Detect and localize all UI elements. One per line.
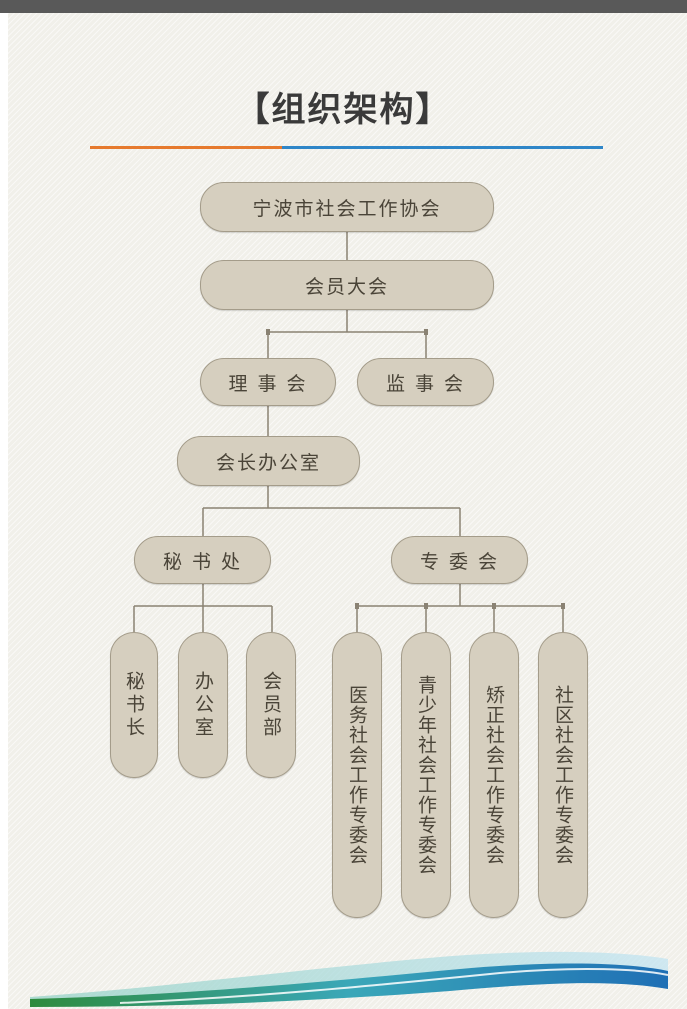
title-underline-orange: [90, 146, 282, 149]
bottom-wave-decoration: [30, 951, 669, 1007]
title-underline-blue: [282, 146, 603, 149]
org-node-office: 办公室: [178, 632, 228, 778]
org-node-root: 宁波市社会工作协会: [200, 182, 494, 232]
page-title: 【组织架构】: [235, 90, 452, 130]
org-node-secretary-general: 秘书长: [110, 632, 158, 778]
org-node-president-office: 会长办公室: [177, 436, 360, 486]
org-node-community-committee: 社区社会工作专委会: [538, 632, 588, 918]
org-node-board: 理 事 会: [200, 358, 336, 406]
org-node-assembly: 会员大会: [200, 260, 494, 310]
org-node-membership-dept: 会员部: [246, 632, 296, 778]
org-node-secretariat: 秘 书 处: [134, 536, 271, 584]
org-node-correction-committee: 矫正社会工作专委会: [469, 632, 519, 918]
org-node-supervisors: 监 事 会: [357, 358, 494, 406]
org-node-committees: 专 委 会: [391, 536, 528, 584]
org-node-medical-committee: 医务社会工作专委会: [332, 632, 382, 918]
top-bar: [0, 0, 687, 13]
org-node-youth-committee: 青少年社会工作专委会: [401, 632, 451, 918]
